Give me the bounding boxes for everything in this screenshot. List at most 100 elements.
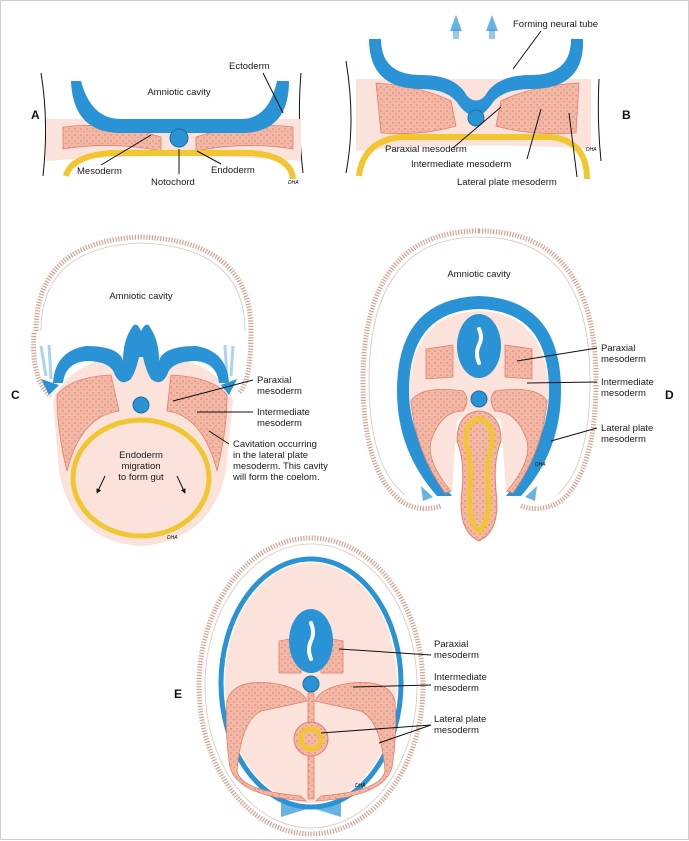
panel-d-neural-canal (475, 327, 483, 365)
panel-d-amnion-outer (360, 228, 599, 512)
panel-d: D Amniotic cavity Paraxial mesoderm Inte… (360, 228, 674, 542)
panel-a-mesoderm-leader (100, 134, 152, 166)
panel-e-somatic-left (225, 682, 308, 802)
panel-a-signature: DHA (288, 180, 299, 186)
panel-c-intermediate-label-1: Intermediate (257, 407, 310, 418)
panel-e-lateral-label-1: Lateral plate (434, 714, 486, 725)
panel-c-amnion-outer (33, 234, 254, 395)
panel-a-ectoderm (71, 81, 289, 141)
panel-a-endoderm-label: Endoderm (211, 165, 255, 176)
panel-d-amniotic-cavity-label: Amniotic cavity (447, 269, 511, 280)
panel-e-signature: DHA (355, 783, 366, 789)
panel-a: A Amniotic cavity Ectoderm Mesoderm Noto… (31, 61, 304, 188)
panel-e-paraxial-label-1: Paraxial (434, 639, 468, 650)
panel-e-somatic-right (314, 682, 397, 802)
panel-a-left-edge (40, 72, 47, 177)
panel-e-paraxial-leader (338, 648, 432, 656)
panel-d-paraxial-label-2: mesoderm (601, 354, 646, 365)
panel-b-arrow-right-icon (486, 15, 498, 31)
panel-b-arrow-left-shaft (453, 29, 459, 39)
panel-b-signature: DHA (586, 147, 597, 153)
panel-c-arrow-left-shaft (39, 344, 53, 380)
panel-c: C Amniotic cavity Paraxial mesoderm Inte… (11, 234, 328, 546)
panel-b: B Forming neural tube Paraxial mesoderm … (345, 15, 631, 188)
panel-c-cavitation-leader (208, 430, 230, 445)
panel-e-lateral-label-2: mesoderm (434, 725, 479, 736)
panel-c-cavitation-label-1: Cavitation occurring (233, 439, 317, 450)
panel-b-arrow-left-icon (450, 15, 462, 31)
panel-e-intermediate-label-1: Intermediate (434, 672, 487, 683)
panel-c-cavitation-label-2: in the lateral plate (233, 450, 308, 461)
panel-d-notochord (470, 390, 488, 408)
panel-d-gut-endoderm (463, 416, 495, 535)
panel-e-letter: E (174, 687, 182, 701)
panel-d-paraxial-right (504, 344, 533, 380)
panel-e: E Paraxial mesoderm Intermediate mesoder… (174, 535, 487, 837)
panel-b-lateral-leader (568, 112, 578, 178)
panel-d-arrow-left-icon (421, 486, 433, 501)
panel-c-gut-endoderm (70, 417, 212, 539)
panel-c-migration-arrow-right (176, 475, 186, 494)
panel-e-intermediate-leader (352, 684, 432, 688)
panel-c-arrow-right-icon (221, 379, 237, 395)
panel-c-cavitation-label-4: will form the coelom. (232, 472, 320, 483)
panel-b-intermediate-label: Intermediate mesoderm (411, 159, 511, 170)
panel-b-forming-neural-tube-label: Forming neural tube (513, 19, 598, 30)
panel-a-endoderm-leader (196, 150, 222, 165)
panel-c-endoderm-label-2: migration (121, 461, 160, 472)
panel-d-letter: D (665, 388, 674, 402)
panel-c-arrow-left-icon (41, 379, 59, 395)
panel-e-amnion-outer (196, 535, 426, 837)
panel-d-signature: DHA (535, 462, 546, 468)
panel-e-amnion-inner (204, 543, 418, 829)
panel-d-lateral-label-2: mesoderm (601, 434, 646, 445)
panel-c-notochord (132, 396, 150, 414)
panel-b-lateral-label: Lateral plate mesoderm (457, 177, 557, 188)
panel-a-notochord-label: Notochord (151, 177, 195, 188)
panel-a-ectoderm-leader (262, 72, 284, 114)
panel-e-surface-ectoderm (218, 556, 404, 810)
panel-b-left-edge (345, 60, 352, 174)
panel-e-intermediate-label-2: mesoderm (434, 683, 479, 694)
panel-b-intermediate-leader (526, 108, 542, 160)
panel-c-mesoderm-left (56, 374, 120, 472)
panel-e-paraxial-label-2: mesoderm (434, 650, 479, 661)
panel-a-amniotic-cavity-label: Amniotic cavity (147, 87, 211, 98)
panel-c-letter: C (11, 388, 20, 402)
panel-d-lateral-label-1: Lateral plate (601, 423, 653, 434)
panel-d-intermediate-leader (526, 381, 598, 384)
panel-d-lateral-left (410, 388, 468, 494)
panel-d-intermediate-label-1: Intermediate (601, 377, 654, 388)
panel-c-arrow-right-shaft (223, 344, 235, 380)
panel-c-cavitation-label-3: mesoderm. This cavity (233, 461, 328, 472)
panel-b-letter: B (622, 108, 631, 122)
panel-d-amnion-inner (368, 236, 591, 496)
panel-d-arrow-right-icon (525, 486, 537, 501)
panel-c-migration-arrow-left (96, 475, 106, 494)
panel-d-lateral-right (490, 388, 548, 494)
panel-c-amnion-left (31, 332, 53, 398)
panel-c-signature: DHA (167, 535, 178, 541)
panel-a-ectoderm-label: Ectoderm (229, 61, 270, 72)
panel-e-notochord (302, 675, 320, 693)
panel-c-endoderm-label-3: to form gut (118, 472, 164, 483)
panel-b-neural-plate (369, 39, 584, 115)
panel-a-mesoderm-label: Mesoderm (77, 166, 122, 177)
panel-c-paraxial-label-1: Paraxial (257, 375, 291, 386)
panel-d-paraxial-leader (516, 347, 598, 362)
panel-b-notochord (467, 109, 485, 127)
panel-b-paraxial-leader (452, 106, 502, 149)
panel-a-endoderm (63, 150, 296, 180)
panel-e-lateral-leader-outer (378, 724, 432, 744)
panel-d-lateral-leader (550, 427, 598, 442)
panel-b-right-edge (597, 78, 602, 162)
panel-c-paraxial-leader (172, 379, 254, 402)
panel-e-neural-canal (307, 621, 315, 661)
panel-b-endoderm (356, 134, 590, 180)
panel-e-arrow-right-icon (315, 801, 341, 817)
panel-a-letter: A (31, 108, 40, 122)
panel-c-intermediate-label-2: mesoderm (257, 418, 302, 429)
panel-b-paraxial-label: Paraxial mesoderm (385, 144, 467, 155)
